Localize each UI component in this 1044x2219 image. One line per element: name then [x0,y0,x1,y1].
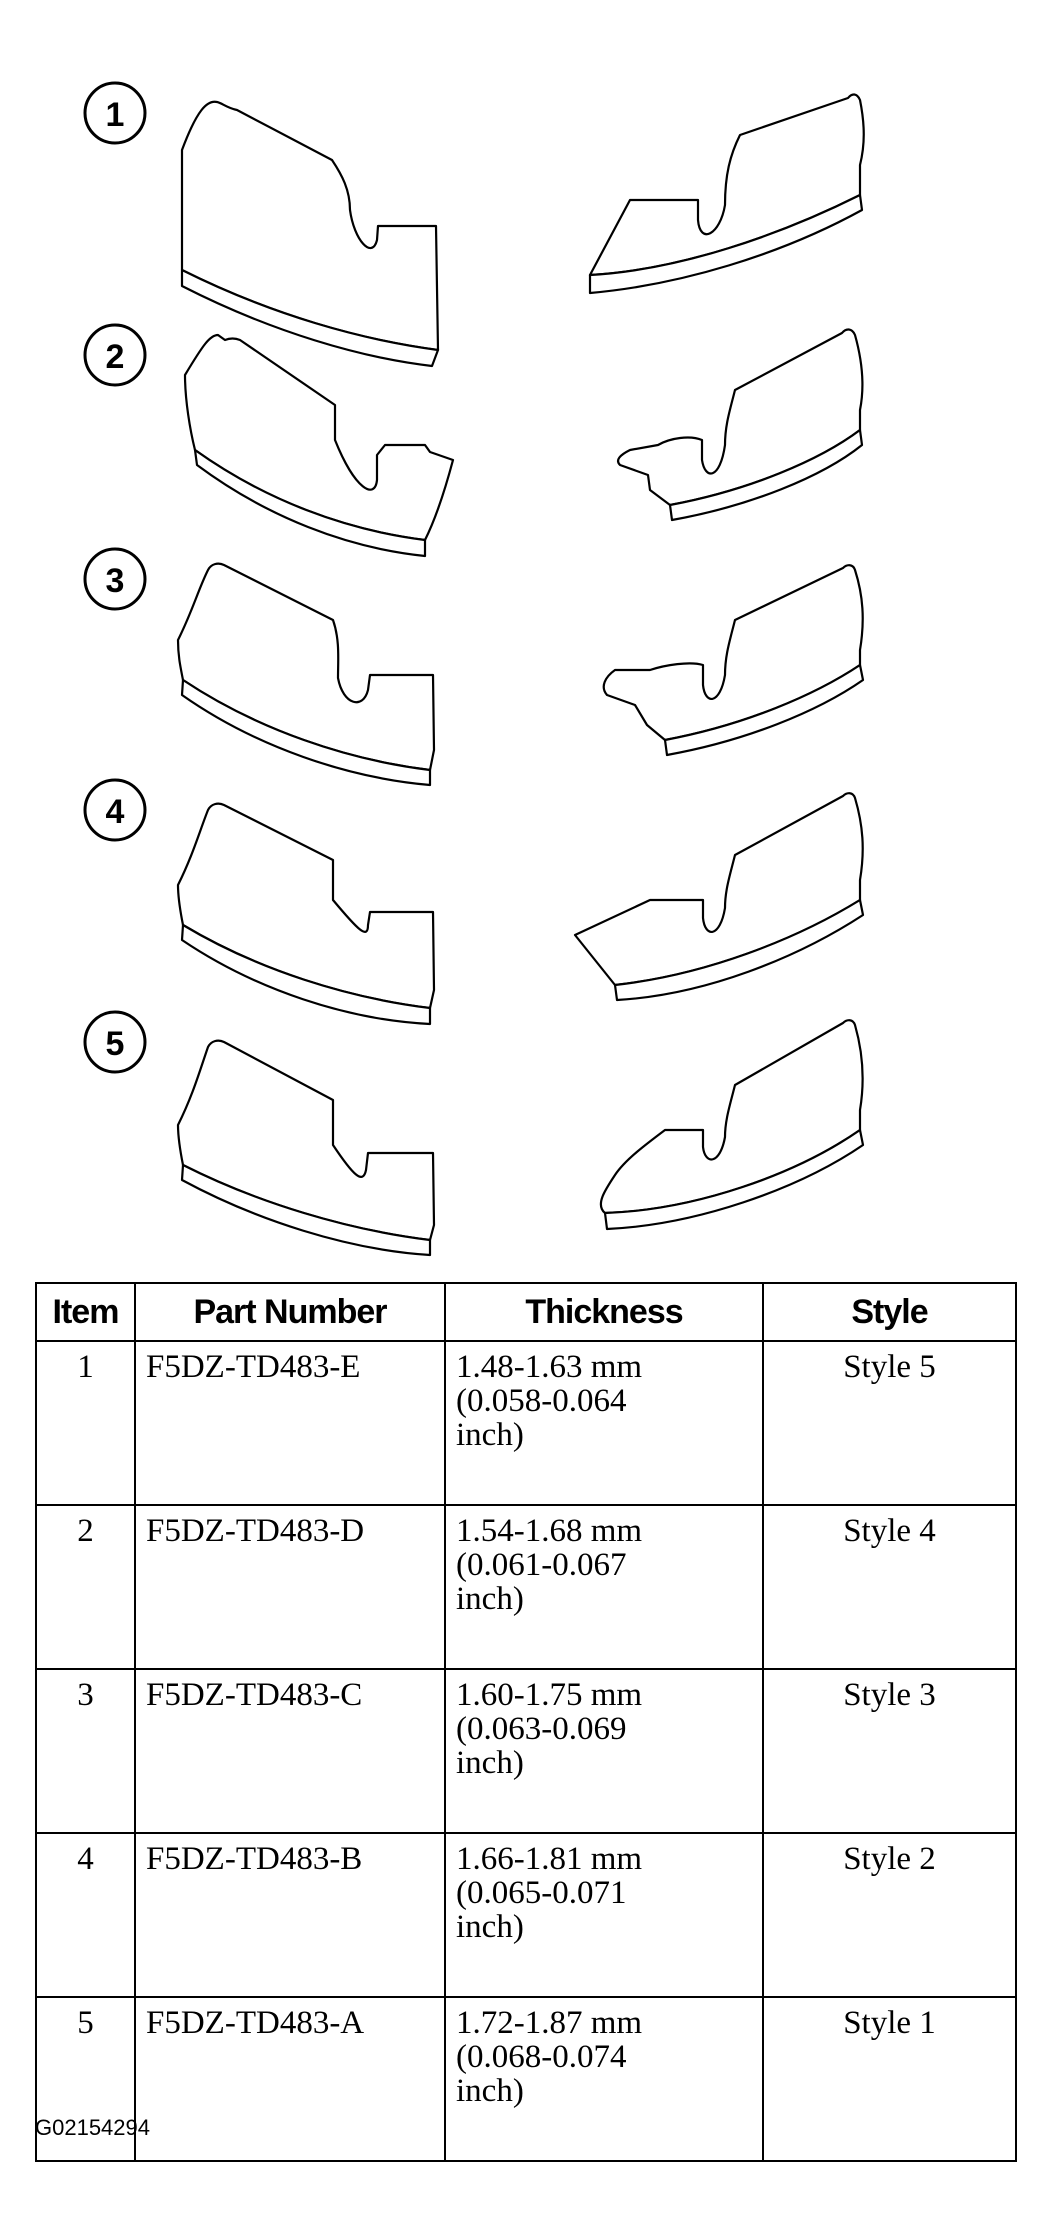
callout-label: 4 [106,793,125,831]
thickness-inch-line1: (0.063-0.069 [456,1711,627,1747]
shim-4-left [176,802,436,1026]
callout-label: 1 [106,96,125,134]
thickness-inch-line2: inch) [456,1745,524,1781]
thickness-mm: 1.48-1.63 mm [456,1349,643,1385]
item-cell: 3 [35,1668,136,1834]
shim-specifications-table: Item Part Number Thickness Style 1 F5DZ-… [35,1282,1017,2162]
style-cell: Style 1 [762,1996,1017,2162]
part-number-cell: F5DZ-TD483-A [134,1996,446,2162]
thickness-cell: 1.54-1.68 mm (0.061-0.067 inch) [444,1504,764,1670]
table-row: 1 F5DZ-TD483-E 1.48-1.63 mm (0.058-0.064… [35,1340,1017,1506]
shim-5-right [599,1019,865,1231]
thickness-inch-line2: inch) [456,2073,524,2109]
callout-2: 2 [83,323,147,387]
item-cell: 4 [35,1832,136,1998]
callout-3: 3 [83,547,147,611]
thickness-inch-line2: inch) [456,1909,524,1945]
callout-label: 3 [106,562,125,600]
thickness-inch-line1: (0.065-0.071 [456,1875,627,1911]
callout-1: 1 [83,81,147,145]
thickness-cell: 1.48-1.63 mm (0.058-0.064 inch) [444,1340,764,1506]
thickness-mm: 1.54-1.68 mm [456,1513,643,1549]
item-cell: 5 [35,1996,136,2162]
shim-2-left [183,333,455,558]
thickness-cell: 1.72-1.87 mm (0.068-0.074 inch) [444,1996,764,2162]
column-header-item: Item [35,1282,136,1342]
shim-3-left [176,562,436,787]
item-cell: 2 [35,1504,136,1670]
table-row: 5 F5DZ-TD483-A 1.72-1.87 mm (0.068-0.074… [35,1996,1017,2162]
callout-4: 4 [83,778,147,842]
shim-4-right [573,792,865,1002]
part-number-cell: F5DZ-TD483-C [134,1668,446,1834]
style-cell: Style 4 [762,1504,1017,1670]
style-cell: Style 2 [762,1832,1017,1998]
thickness-inch-line1: (0.068-0.074 [456,2039,627,2075]
table-row: 3 F5DZ-TD483-C 1.60-1.75 mm (0.063-0.069… [35,1668,1017,1834]
style-cell: Style 3 [762,1668,1017,1834]
thickness-cell: 1.66-1.81 mm (0.065-0.071 inch) [444,1832,764,1998]
callout-label: 2 [106,338,125,376]
figure-code: G02154294 [35,2115,150,2140]
shim-2-right [616,328,864,522]
shim-styles-diagram: 1 2 3 4 [83,81,865,1257]
thickness-inch-line1: (0.061-0.067 [456,1547,627,1583]
column-header-style: Style [762,1282,1017,1342]
thickness-inch-line2: inch) [456,1417,524,1453]
part-number-cell: F5DZ-TD483-E [134,1340,446,1506]
shim-1-left [180,100,440,368]
column-header-part-number: Part Number [134,1282,446,1342]
thickness-cell: 1.60-1.75 mm (0.063-0.069 inch) [444,1668,764,1834]
thickness-inch-line1: (0.058-0.064 [456,1383,627,1419]
item-cell: 1 [35,1340,136,1506]
shim-1-right [588,93,865,295]
shim-3-right [602,564,865,757]
thickness-mm: 1.60-1.75 mm [456,1677,643,1713]
table-row: 2 F5DZ-TD483-D 1.54-1.68 mm (0.061-0.067… [35,1504,1017,1670]
table-header-row: Item Part Number Thickness Style [35,1282,1017,1342]
table-row: 4 F5DZ-TD483-B 1.66-1.81 mm (0.065-0.071… [35,1832,1017,1998]
thickness-mm: 1.66-1.81 mm [456,1841,643,1877]
shim-5-left [176,1039,436,1257]
style-cell: Style 5 [762,1340,1017,1506]
part-number-cell: F5DZ-TD483-B [134,1832,446,1998]
thickness-inch-line2: inch) [456,1581,524,1617]
part-number-cell: F5DZ-TD483-D [134,1504,446,1670]
callout-label: 5 [106,1025,125,1063]
thickness-mm: 1.72-1.87 mm [456,2005,643,2041]
column-header-thickness: Thickness [444,1282,764,1342]
callout-5: 5 [83,1010,147,1074]
